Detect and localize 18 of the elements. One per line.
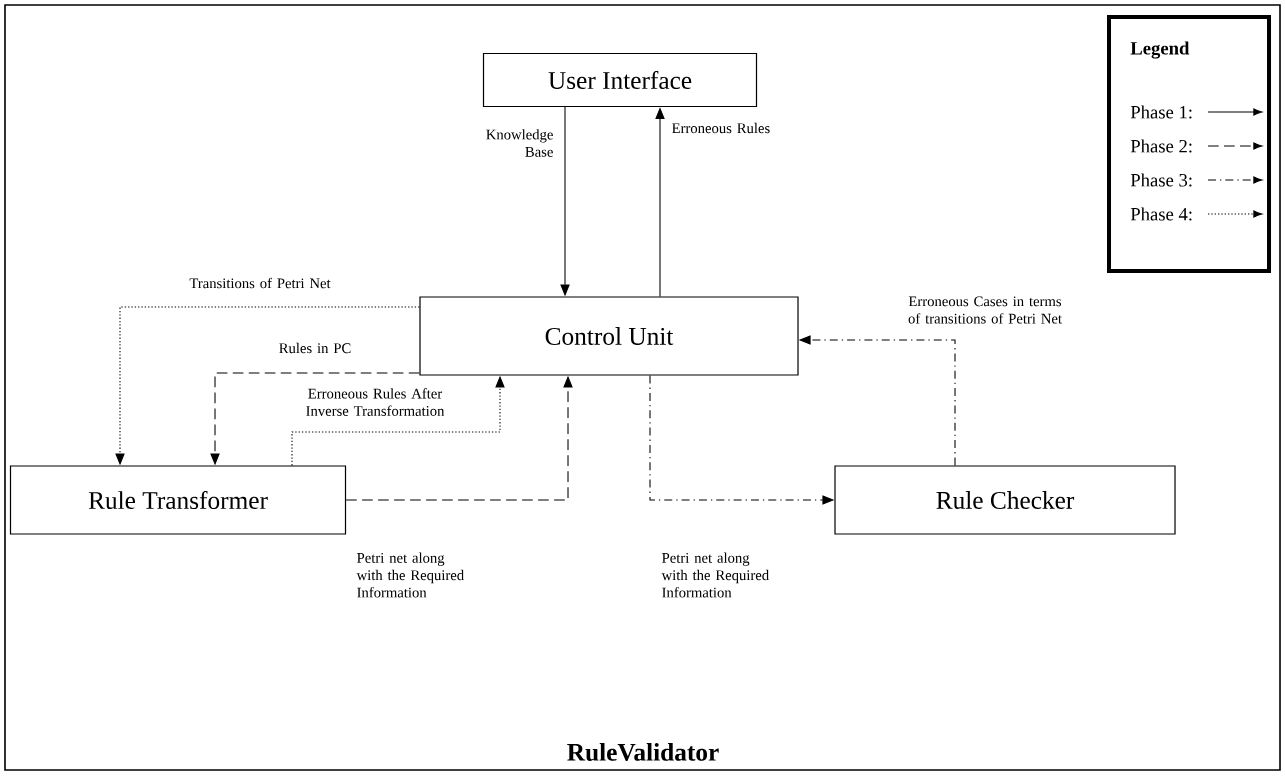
edge-label: Petri net along with the Required Information — [356, 552, 464, 598]
process-box: Rule Transformer — [9, 465, 347, 535]
edge-label: Erroneous Rules After Inverse Transformation — [306, 388, 445, 416]
edge-label: Erroneous Rules — [672, 122, 770, 134]
process-box: User Interface — [482, 52, 758, 108]
legend-label: Phase 4: — [1130, 207, 1192, 221]
diagram-title: RuleValidator — [567, 743, 719, 761]
legend-label: Phase 3: — [1130, 173, 1192, 187]
legend-title: Legend — [1130, 41, 1190, 59]
edge-label: Transitions of Petri Net — [189, 277, 331, 289]
legend-label: Phase 1: — [1130, 105, 1192, 119]
edge-label: Rules in PC — [279, 342, 351, 354]
edge-label: Knowledge Base — [486, 129, 553, 157]
legend-label: Phase 2: — [1130, 139, 1192, 153]
process-box: Rule Checker — [834, 465, 1176, 535]
process-box: Control Unit — [419, 296, 799, 376]
edge-label: Erroneous Cases in terms of transitions of Petri Net — [908, 296, 1062, 324]
edge-label: Petri net along with the Required Information — [661, 552, 769, 598]
